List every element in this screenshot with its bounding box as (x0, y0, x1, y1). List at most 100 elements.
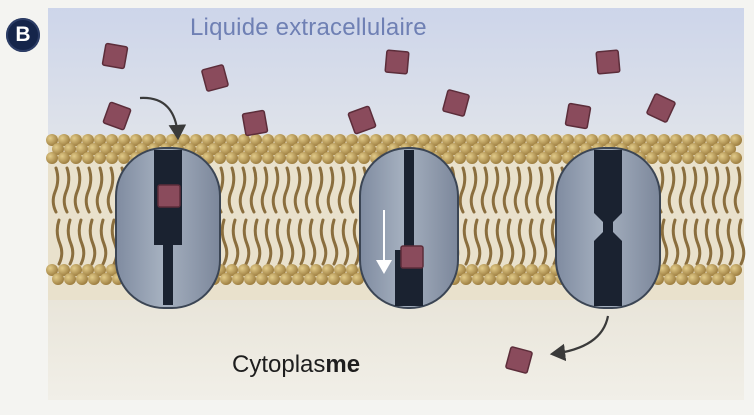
lipid-head-outer (262, 134, 274, 146)
lipid-head-inner (484, 273, 496, 285)
lipid-head-inner (316, 273, 328, 285)
lipid-head-inner (82, 264, 94, 276)
lipid-head-inner (478, 264, 490, 276)
lipid-tail-upper (513, 166, 522, 214)
square-molecule-icon (595, 49, 621, 75)
lipid-tail-lower (264, 218, 273, 266)
lipid-head-outer (646, 152, 658, 164)
lipid-head-outer (322, 134, 334, 146)
lipid-head-outer (298, 152, 310, 164)
lipid-head-outer (550, 134, 562, 146)
lipid-head-outer (448, 143, 460, 155)
lipid-head-outer (106, 152, 118, 164)
lipid-tail-lower (517, 218, 526, 266)
lipid-head-outer (124, 143, 136, 155)
lipid-head-outer (442, 134, 454, 146)
lipid-head-outer (640, 143, 652, 155)
lipid-head-inner (76, 273, 88, 285)
lipid-head-outer (454, 134, 466, 146)
lipid-head-outer (508, 143, 520, 155)
lipid-head-outer (364, 143, 376, 155)
lipid-head-outer (706, 152, 718, 164)
transport-protein-2 (359, 147, 459, 309)
square-molecule-icon (241, 109, 269, 137)
panel-badge: B (6, 18, 40, 52)
lipid-head-inner (502, 264, 514, 276)
lipid-head-outer (394, 134, 406, 146)
lipid-head-inner (268, 273, 280, 285)
lipid-head-outer (298, 134, 310, 146)
square-molecule-icon (400, 245, 424, 269)
lipid-head-inner (712, 273, 724, 285)
lipid-head-inner (520, 273, 532, 285)
lipid-tail-upper (546, 166, 555, 214)
lipid-head-outer (646, 134, 658, 146)
lipid-tail-upper (260, 166, 269, 214)
extracellular-region (48, 8, 744, 158)
lipid-head-outer (202, 134, 214, 146)
lipid-head-inner (340, 273, 352, 285)
lipid-head-inner (328, 273, 340, 285)
lipid-head-inner (298, 264, 310, 276)
lipid-head-outer (382, 134, 394, 146)
lipid-tail-lower (220, 218, 229, 266)
lipid-tail-lower (341, 218, 350, 266)
lipid-head-inner (544, 273, 556, 285)
lipid-head-inner (280, 273, 292, 285)
lipid-head-outer (256, 143, 268, 155)
lipid-tail-upper (535, 166, 544, 214)
lipid-head-inner (52, 273, 64, 285)
lipid-tail-lower (473, 218, 482, 266)
lipid-head-inner (526, 264, 538, 276)
lipid-tail-upper (51, 166, 60, 214)
square-molecule-icon (442, 89, 470, 117)
lipid-head-outer (562, 134, 574, 146)
lipid-head-outer (226, 152, 238, 164)
lipid-tail-lower (495, 218, 504, 266)
lipid-head-outer (586, 134, 598, 146)
lipid-head-inner (724, 273, 736, 285)
lipid-head-outer (346, 152, 358, 164)
square-molecule-icon (157, 184, 181, 208)
lipid-head-outer (94, 134, 106, 146)
lipid-tail-upper (502, 166, 511, 214)
lipid-head-outer (232, 143, 244, 155)
lipid-head-inner (718, 264, 730, 276)
lipid-tail-upper (95, 166, 104, 214)
lipid-tail-upper (106, 166, 115, 214)
cytoplasm-label-part2: me (325, 351, 361, 378)
lipid-head-outer (352, 143, 364, 155)
lipid-tail-lower (484, 218, 493, 266)
lipid-head-inner (304, 273, 316, 285)
lipid-head-outer (652, 143, 664, 155)
lipid-head-inner (88, 273, 100, 285)
lipid-head-outer (46, 152, 58, 164)
lipid-head-outer (142, 134, 154, 146)
lipid-head-outer (82, 134, 94, 146)
lipid-head-inner (292, 273, 304, 285)
lipid-head-outer (568, 143, 580, 155)
lipid-head-outer (58, 134, 70, 146)
lipid-head-outer (250, 152, 262, 164)
lipid-head-outer (94, 152, 106, 164)
lipid-head-outer (274, 134, 286, 146)
lipid-head-outer (610, 134, 622, 146)
lipid-head-inner (664, 273, 676, 285)
lipid-head-inner (676, 273, 688, 285)
lipid-tail-upper (722, 166, 731, 214)
lipid-head-outer (64, 143, 76, 155)
lipid-head-inner (226, 264, 238, 276)
lipid-head-outer (214, 152, 226, 164)
lipid-tail-lower (704, 218, 713, 266)
extracellular-label: Liquide extracellulaire (190, 14, 427, 41)
lipid-head-outer (724, 143, 736, 155)
lipid-head-outer (700, 143, 712, 155)
square-molecule-icon (102, 101, 132, 131)
lipid-head-outer (634, 134, 646, 146)
lipid-head-outer (418, 134, 430, 146)
lipid-tail-upper (348, 166, 357, 214)
lipid-head-outer (694, 152, 706, 164)
lipid-tail-lower (319, 218, 328, 266)
arrows (139, 96, 610, 362)
